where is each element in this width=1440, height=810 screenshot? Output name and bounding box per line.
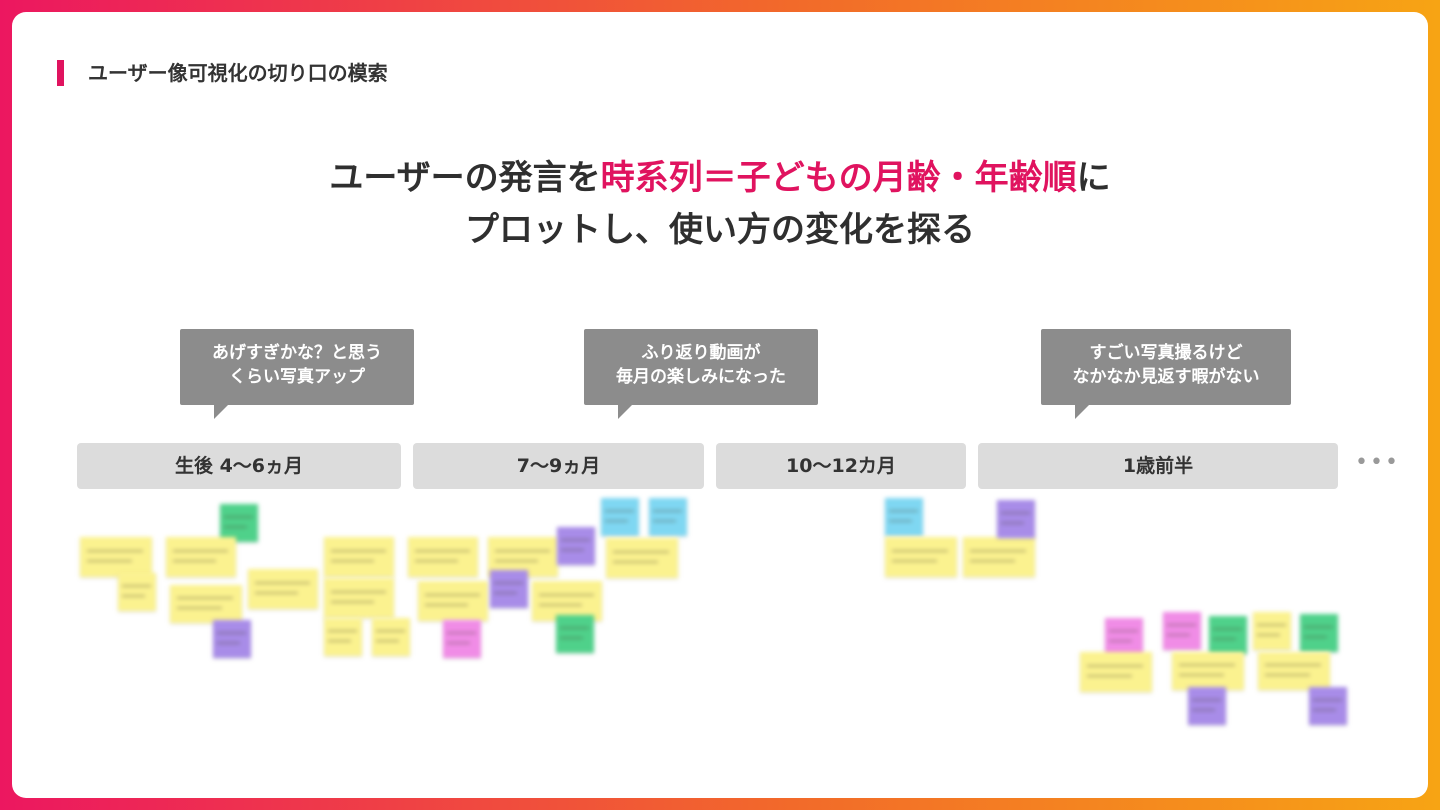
quote-2-line-2: 毎月の楽しみになった [616, 367, 786, 387]
sticky-note [170, 585, 242, 623]
sticky-note [248, 569, 318, 609]
stage-7-9-months: 7〜9ヵ月 [413, 443, 704, 489]
sticky-note [324, 578, 394, 618]
sticky-note [1163, 612, 1201, 650]
bubble-tail [1075, 405, 1089, 419]
quote-1-line-2: くらい写真アップ [229, 367, 365, 387]
more-stages-indicator: ••• [1355, 450, 1400, 475]
headline-post: に [1076, 158, 1111, 198]
headline-line-2: プロットし、使い方の変化を探る [465, 210, 975, 250]
quote-2-line-1: ふり返り動画が [641, 343, 761, 363]
sticky-note [1300, 614, 1338, 652]
quote-3-line-1: すごい写真撮るけど [1089, 343, 1243, 363]
sticky-note [885, 498, 923, 536]
sticky-note [556, 615, 594, 653]
sticky-note [324, 537, 394, 577]
sticky-note [408, 537, 478, 577]
stage-10-12-months: 10〜12カ月 [716, 443, 966, 489]
bubble-tail [214, 405, 228, 419]
sticky-note [443, 620, 481, 658]
sticky-note [532, 581, 602, 621]
quote-bubble-3: すごい写真撮るけど なかなか見返す暇がない [1041, 329, 1291, 419]
sticky-note [490, 570, 528, 608]
sticky-note [1105, 618, 1143, 656]
section-title: ユーザー像可視化の切り口の模索 [88, 61, 388, 85]
sticky-note [372, 618, 410, 656]
sticky-note [118, 573, 156, 611]
sticky-note [1172, 652, 1244, 690]
sticky-note [1209, 616, 1247, 654]
headline-pre: ユーザーの発言を [329, 158, 601, 198]
headline-accent: 時系列＝子どもの月齢・年齢順 [600, 158, 1077, 198]
sticky-note [963, 537, 1035, 577]
sticky-note [1188, 687, 1226, 725]
stage-4-6-months: 生後 4〜6ヵ月 [77, 443, 401, 489]
quote-bubble-2: ふり返り動画が 毎月の楽しみになった [584, 329, 818, 419]
slide-card: ユーザー像可視化の切り口の模索 ユーザーの発言を時系列＝子どもの月齢・年齢順に … [12, 12, 1428, 798]
sticky-note [997, 500, 1035, 538]
sticky-note [885, 537, 957, 577]
sticky-note [601, 498, 639, 536]
sticky-note [1080, 652, 1152, 692]
sticky-note [557, 527, 595, 565]
sticky-note [80, 537, 152, 577]
sticky-note [166, 537, 236, 577]
sticky-note [418, 581, 488, 621]
stage-1-year-early: 1歳前半 [978, 443, 1338, 489]
quote-3-line-2: なかなか見返す暇がない [1072, 367, 1260, 387]
section-accent-bar [57, 60, 64, 86]
sticky-note [213, 620, 251, 658]
sticky-note [1258, 652, 1330, 690]
sticky-note [220, 504, 258, 542]
sticky-note [606, 538, 678, 578]
quote-bubble-1: あげすぎかな？と思う くらい写真アップ [180, 329, 414, 419]
quote-1-line-1: あげすぎかな？と思う [212, 343, 382, 363]
sticky-note [324, 618, 362, 656]
bubble-tail [618, 405, 632, 419]
sticky-note [1253, 612, 1291, 650]
headline-line-1: ユーザーの発言を時系列＝子どもの月齢・年齢順に [12, 152, 1428, 204]
sticky-note [1309, 687, 1347, 725]
sticky-note [649, 498, 687, 536]
